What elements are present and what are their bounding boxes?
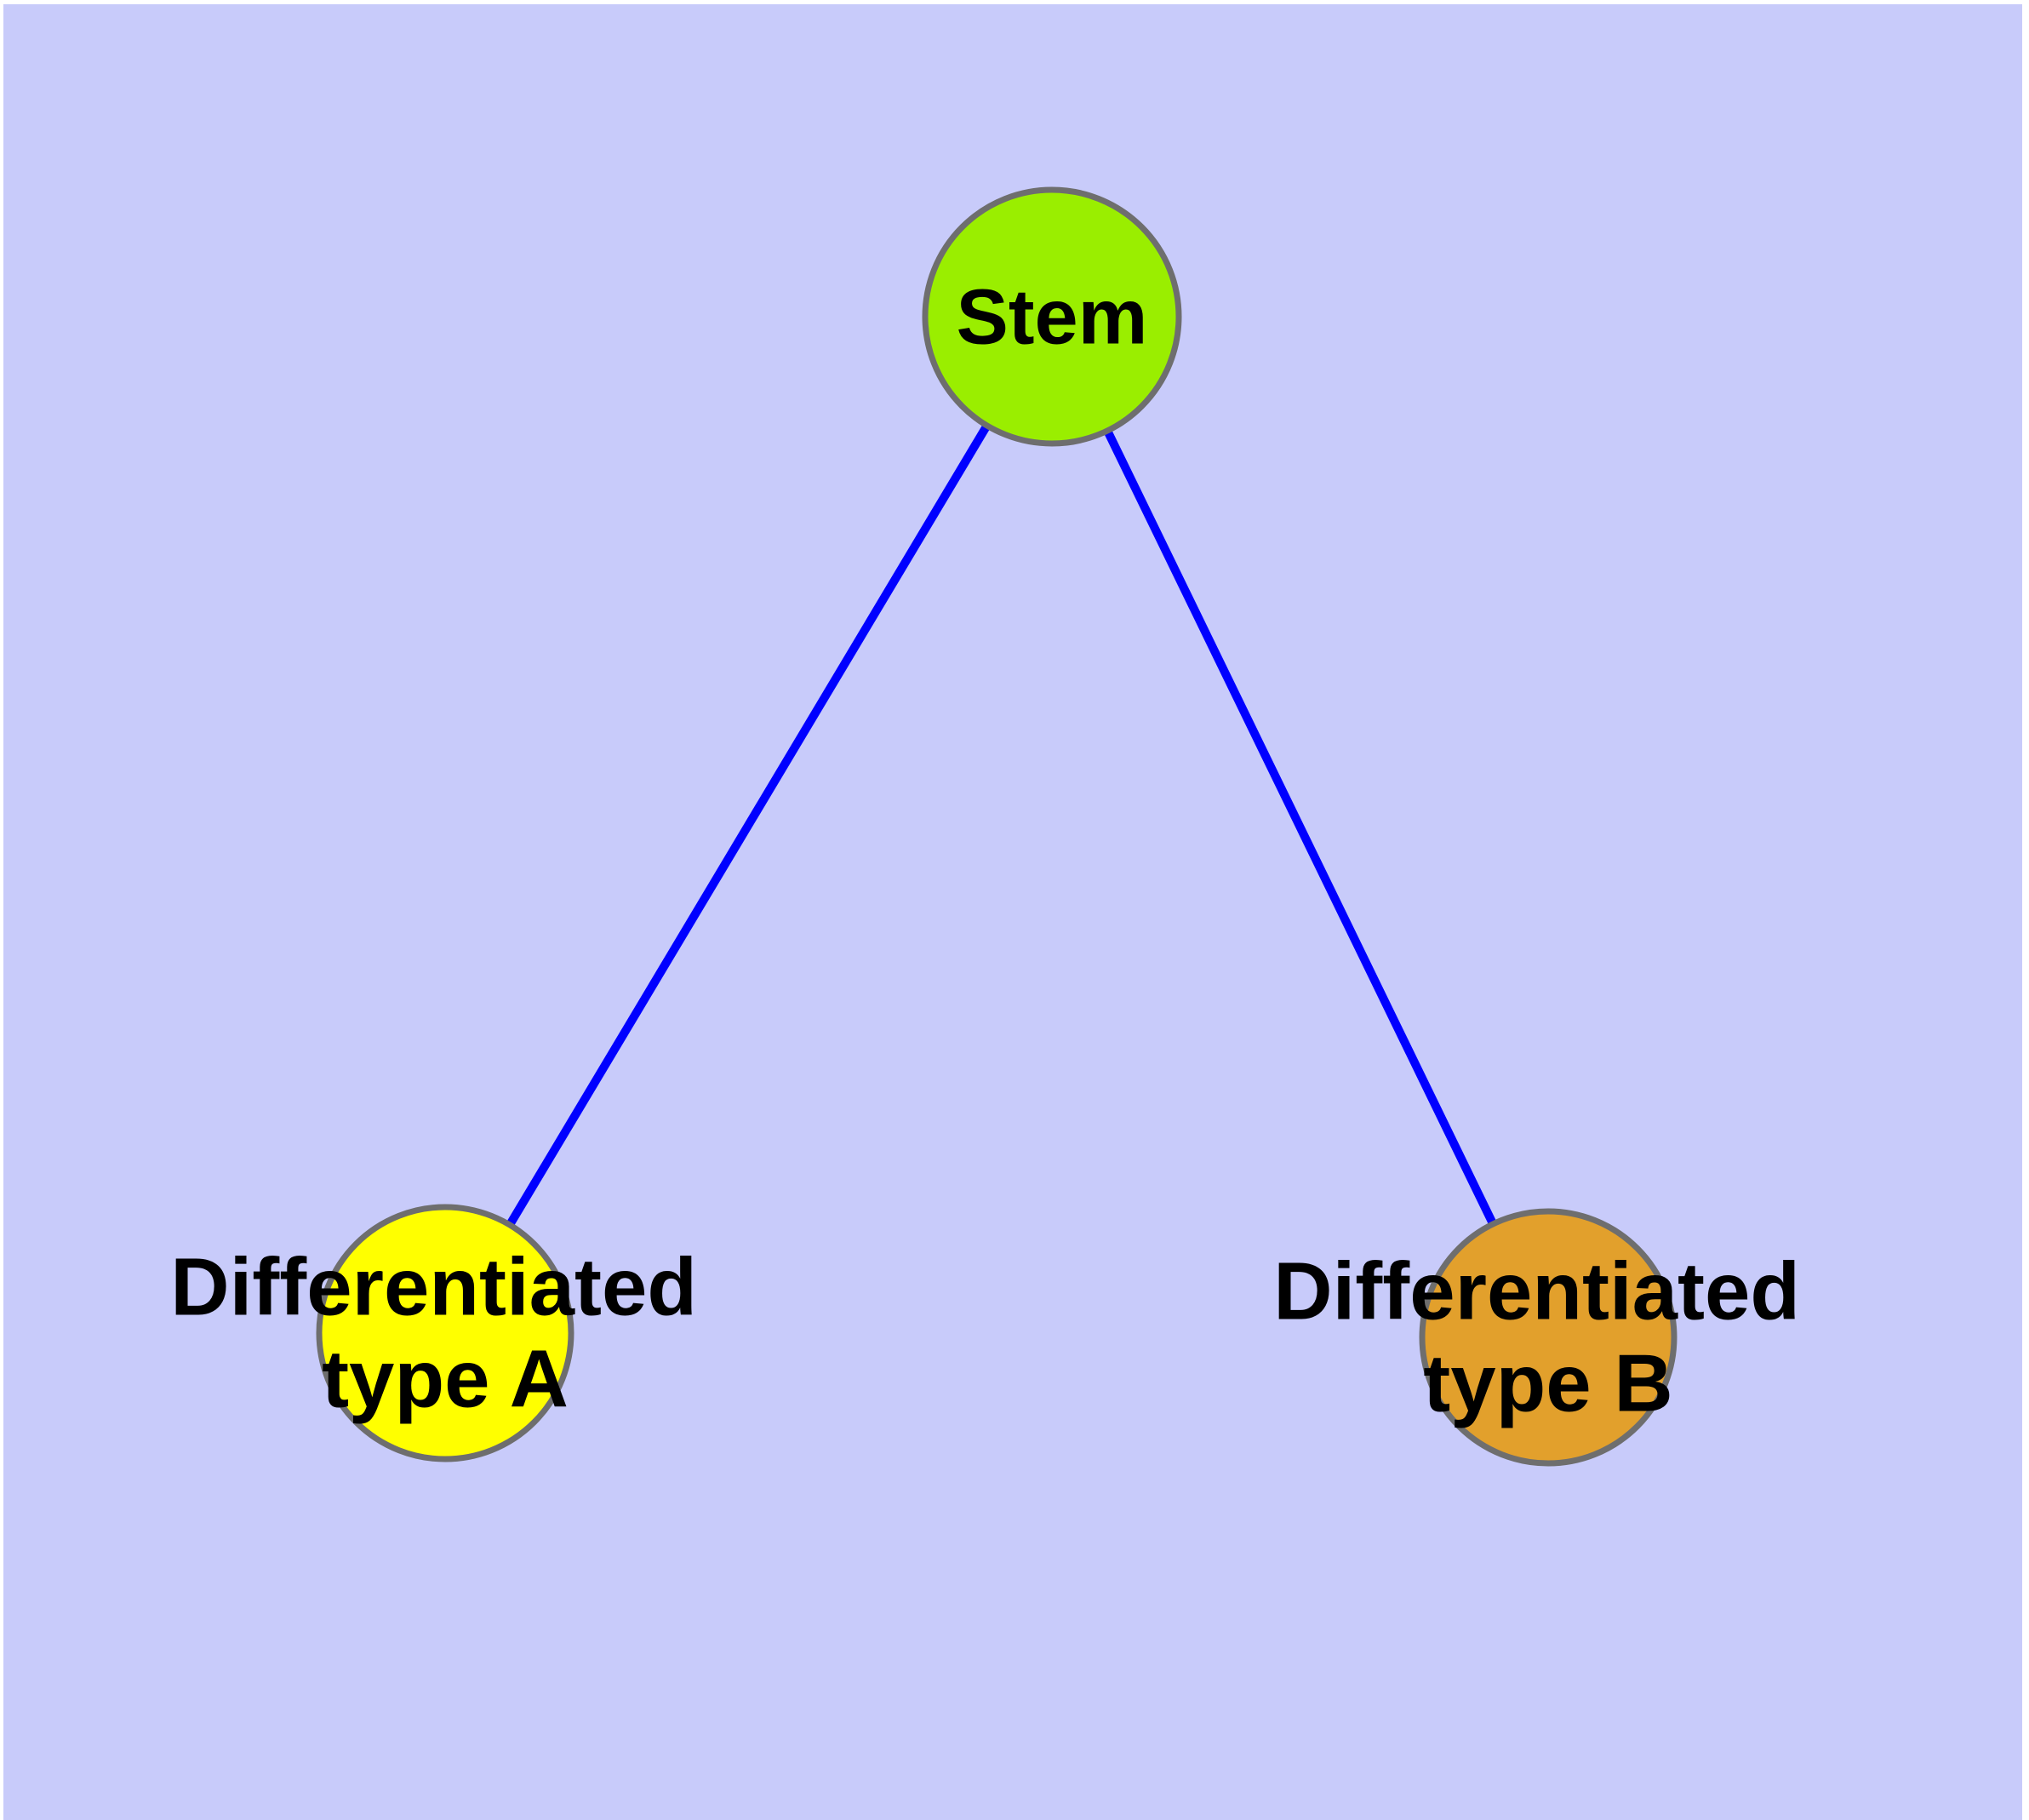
edge-layer — [503, 419, 1500, 1232]
node-stem-label: Stem — [957, 273, 1148, 360]
edge-stem-to-differentiated-type-b[interactable] — [1101, 424, 1500, 1231]
node-differentiated-type-a[interactable]: Differentiated type A — [170, 1204, 719, 1462]
node-differentiated-type-a-label: Differentiated type A — [170, 1242, 719, 1425]
node-differentiated-type-a-label-line-1: type A — [322, 1334, 569, 1425]
node-differentiated-type-b[interactable]: Differentiated type B — [1273, 1208, 1822, 1467]
node-differentiated-type-a-circle[interactable] — [316, 1204, 574, 1462]
node-differentiated-type-a-label-line-0: Differentiated — [170, 1242, 697, 1333]
node-differentiated-type-b-label: Differentiated type B — [1273, 1246, 1822, 1429]
node-stem[interactable]: Stem — [922, 186, 1182, 447]
edge-stem-to-differentiated-type-a[interactable] — [503, 419, 993, 1232]
node-differentiated-type-b-circle[interactable] — [1419, 1208, 1677, 1467]
node-differentiated-type-b-label-line-1: type B — [1423, 1338, 1672, 1429]
node-stem-label-line-0: Stem — [957, 273, 1148, 360]
node-differentiated-type-b-label-line-0: Differentiated — [1273, 1246, 1800, 1337]
node-layer: Stem Differentiated type A Differentiate… — [170, 186, 1822, 1467]
node-stem-circle[interactable] — [922, 186, 1182, 447]
